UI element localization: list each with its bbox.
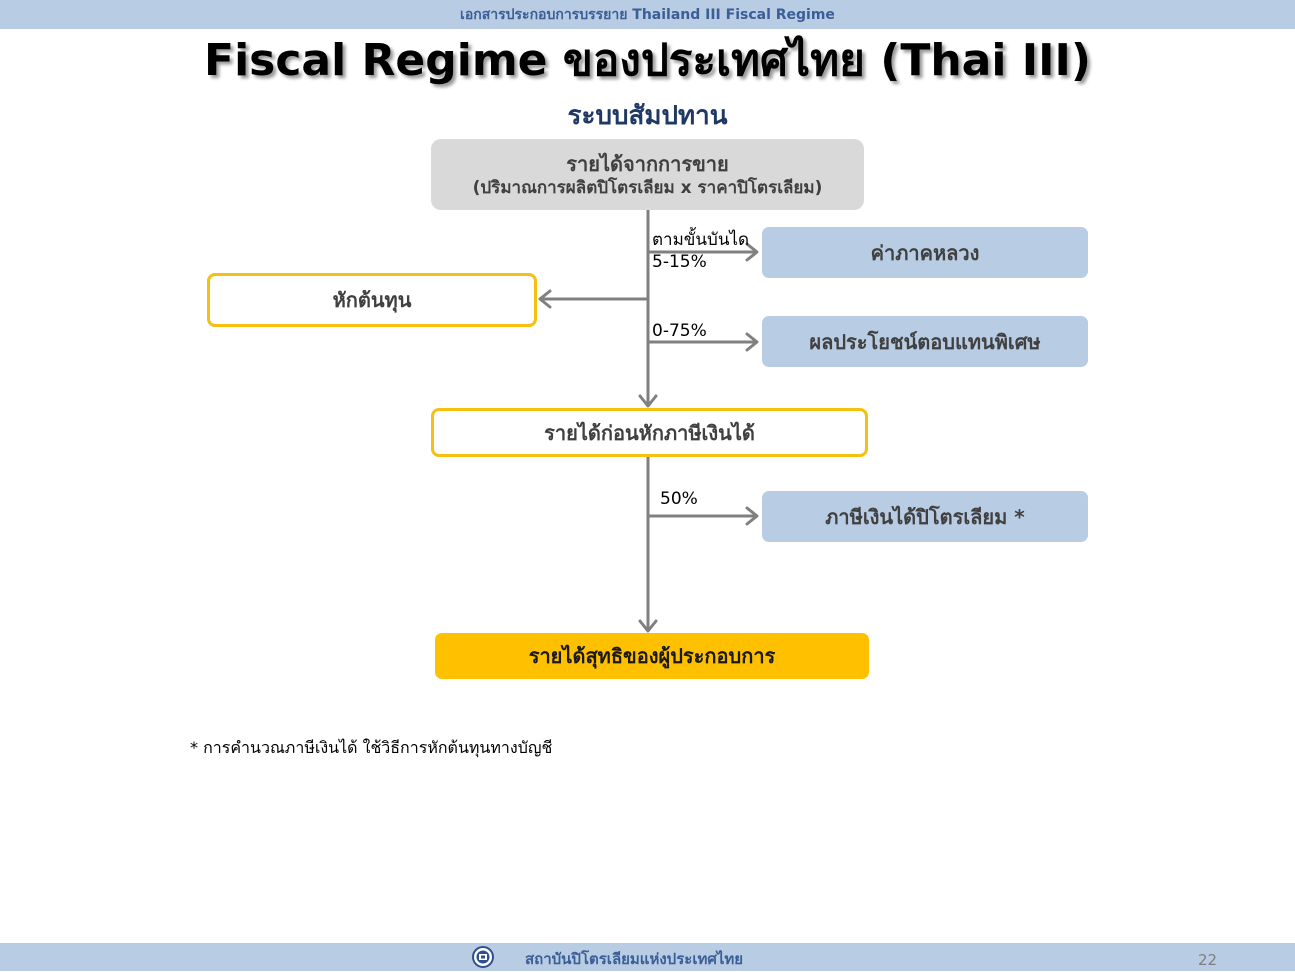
footer-org: สถาบันปิโตรเลียมแห่งประเทศไทย (525, 950, 744, 968)
footer-bar (0, 943, 1295, 971)
royalty-label-2: 5-15% (652, 252, 707, 272)
royalty-box: ค่าภาคหลวง (762, 227, 1088, 278)
institute-logo-icon (472, 946, 494, 968)
net-income-box: รายได้สุทธิของผู้ประกอบการ (435, 633, 869, 679)
cost-box: หักต้นทุน (207, 273, 537, 327)
srb-box: ผลประโยชน์ตอบแทนพิเศษ (762, 316, 1088, 367)
revenue-formula: (ปริมาณการผลิตปิโตรเลียม x ราคาปิโตรเลีย… (472, 177, 823, 198)
page-number: 22 (1198, 951, 1218, 969)
arrowhead-to-net (638, 619, 658, 633)
srb-label: 0-75% (652, 321, 707, 341)
revenue-box: รายได้จากการขาย (ปริมาณการผลิตปิโตรเลียม… (431, 139, 864, 210)
arrowhead-cost (538, 289, 552, 309)
revenue-title: รายได้จากการขาย (566, 151, 729, 176)
arrowhead-srb (745, 332, 759, 352)
pretax-box: รายได้ก่อนหักภาษีเงินได้ (431, 408, 868, 457)
page-title: Fiscal Regime ของประเทศไทย (Thai III) (204, 35, 1091, 86)
header-text: เอกสารประกอบการบรรยาย Thailand III Fisca… (460, 7, 835, 23)
footnote: * การคำนวณภาษีเงินได้ ใช้วิธีการหักต้นทุ… (190, 738, 553, 757)
arrowhead-royalty (745, 242, 759, 262)
page-subtitle: ระบบสัมปทาน (567, 101, 728, 131)
arrowhead-to-pretax (638, 394, 658, 408)
header-bar (0, 0, 1295, 29)
royalty-label-1: ตามขั้นบันได (652, 230, 750, 250)
tax-box: ภาษีเงินได้ปิโตรเลียม * (762, 491, 1088, 542)
arrowhead-tax (745, 506, 759, 526)
tax-label: 50% (660, 489, 698, 509)
